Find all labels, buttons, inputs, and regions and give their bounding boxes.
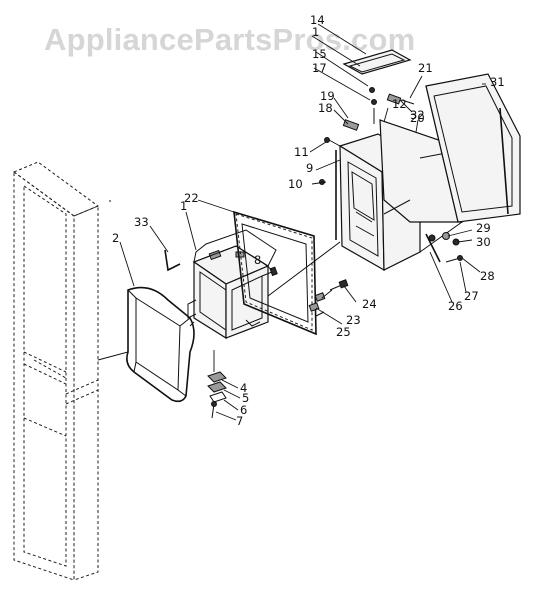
door-panel [12, 161, 100, 581]
explosion-axis-lines [97, 199, 411, 361]
callout-33: 33 [134, 215, 149, 229]
callout-26: 26 [448, 299, 463, 313]
fasteners-parts-23-25 [308, 279, 349, 317]
top-trim-parts-14-21 [342, 49, 415, 131]
leader-lines [119, 23, 486, 421]
callout-21: 21 [418, 61, 433, 75]
callout-32: 32 [410, 108, 425, 122]
callout-25: 25 [336, 325, 351, 339]
hex-key-part-33 [164, 249, 181, 272]
callout-27: 27 [464, 289, 479, 303]
callout-23: 23 [346, 313, 361, 327]
watermark-text: AppliancePartsPros.com [44, 22, 415, 57]
callout-24: 24 [362, 297, 377, 311]
callout-1-top: 1 [312, 25, 319, 39]
gasket-frame-part-2 [126, 286, 195, 403]
hardware-parts-4-7 [207, 350, 227, 419]
back-frame-part-31 [425, 73, 521, 223]
callout-22: 22 [184, 191, 199, 205]
gasket-part-22 [233, 210, 317, 336]
callout-6: 6 [240, 403, 247, 417]
callout-5: 5 [242, 391, 249, 405]
callout-9: 9 [306, 161, 313, 175]
callout-7: 7 [236, 414, 243, 428]
callout-28: 28 [480, 269, 495, 283]
callout-8: 8 [254, 253, 261, 267]
callout-15: 15 [312, 47, 327, 61]
callout-1: 1 [180, 199, 187, 213]
callout-17: 17 [312, 61, 327, 75]
callout-30: 30 [476, 235, 491, 249]
lever-parts-26-30 [425, 232, 463, 263]
callout-19: 19 [320, 89, 335, 103]
callout-4: 4 [240, 381, 247, 395]
callout-14: 14 [310, 13, 325, 27]
callout-labels: 1 1 2 4 5 6 7 8 9 10 11 12 14 15 17 18 1… [112, 13, 505, 428]
dispenser-housing-part-1 [187, 229, 277, 340]
callout-20: 20 [410, 111, 425, 125]
callout-2: 2 [112, 231, 119, 245]
callout-11: 11 [294, 145, 309, 159]
callout-29: 29 [476, 221, 491, 235]
callout-10: 10 [288, 177, 303, 191]
callout-31: 31 [490, 75, 505, 89]
callout-18: 18 [318, 101, 333, 115]
screw-part-8 [261, 266, 278, 277]
callout-12: 12 [392, 97, 407, 111]
